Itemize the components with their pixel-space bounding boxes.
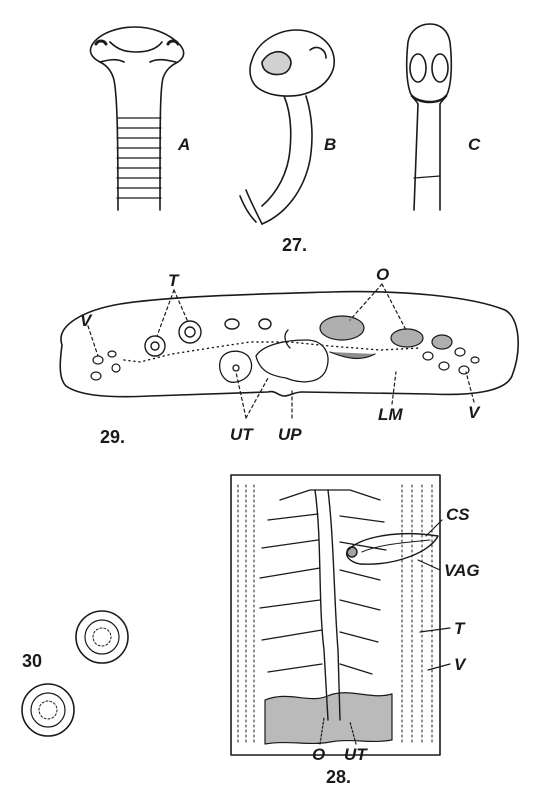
label-fig29-v-right: V [468,403,480,422]
fig28-cirrus-sac [347,534,438,565]
figure-number-28: 28. [326,767,352,787]
label-fig28-v: V [454,655,466,674]
label-fig28-o: O [312,745,326,764]
fig28-uterus-stem [315,490,340,720]
fig28-proglottid [231,475,450,755]
fig29-section [60,284,518,418]
figure-number-27: 27. [282,235,308,255]
label-fig28-vag: VAG [444,561,480,580]
label-fig29-up: UP [278,425,302,444]
label-fig29-v-left: V [80,311,92,330]
fig29-vitellaria-left [91,351,120,380]
fig29-vitellaria-right [423,348,479,374]
fig29-granules [124,342,420,362]
label-fig27-b: B [324,135,337,154]
label-fig29-lm: LM [378,405,403,424]
fig27-scolex-c [407,24,452,210]
fig29-testes [145,319,271,356]
label-fig27-a: A [178,135,191,154]
figure-number-30: 30 [22,651,43,671]
label-fig29-ut: UT [230,425,253,444]
label-fig29-o: O [376,265,390,284]
fig28-vitellaria-right [402,485,432,745]
fig29-leaders [88,284,474,418]
fig27-scolex-a [90,27,183,210]
fig29-ovary [320,316,452,349]
fig28-vitellaria-left [238,485,254,745]
fig27a-segments [117,118,161,198]
figure-number-29: 29. [100,427,126,447]
fig28-leaders [320,520,450,744]
fig30-egg-lower [22,684,74,736]
label-fig28-t: T [454,619,465,638]
fig30-eggs [22,611,128,736]
label-fig28-ut: UT [344,745,367,764]
label-fig27-c: C [468,135,481,154]
fig28-uterine-branches [260,490,386,674]
fig30-egg-upper [76,611,128,663]
label-fig29-t: T [168,271,179,290]
fig29-uterus [220,330,328,382]
fig28-ovary [265,693,392,744]
fig27-scolex-b [240,30,334,224]
fig29-vagina [330,352,375,358]
label-fig28-cs: CS [446,505,470,524]
